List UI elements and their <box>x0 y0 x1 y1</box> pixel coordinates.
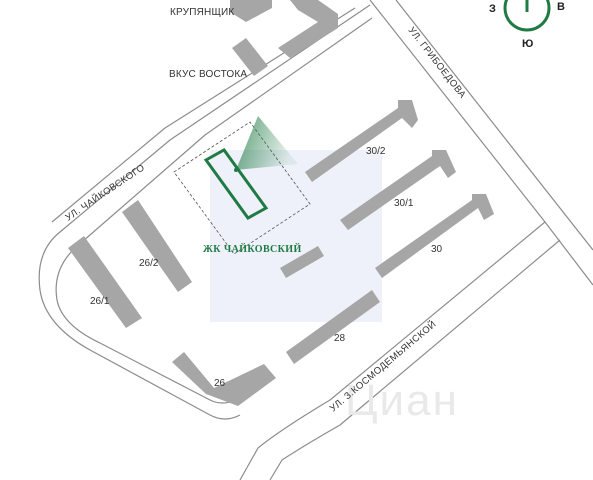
building-28 <box>286 290 380 364</box>
building-top-2 <box>278 0 338 58</box>
building-26-2-label: 26/2 <box>139 258 159 269</box>
building-26-1 <box>68 236 142 328</box>
road-griboedova-south-edge <box>544 221 593 286</box>
building-30-label: 30 <box>431 244 443 255</box>
compass-west-label: З <box>489 3 496 15</box>
complex-plot-boundary <box>173 121 311 255</box>
building-30-1 <box>340 150 456 230</box>
building-30-1-label: 30/1 <box>394 198 414 209</box>
building-top-1 <box>230 0 272 22</box>
building-26-2 <box>122 200 192 292</box>
building-26 <box>172 352 276 406</box>
buildings <box>68 0 494 406</box>
compass: З В Ю <box>489 0 565 50</box>
building-small <box>280 246 324 278</box>
building-26-1-label: 26/1 <box>90 296 110 307</box>
complex-name-label: ЖК ЧАЙКОВСКИЙ <box>203 243 302 255</box>
view-direction-cone <box>236 116 298 170</box>
complex-building-marker <box>234 168 238 172</box>
road-chaikovskogo-outer-edge <box>38 4 371 420</box>
compass-ring <box>503 0 551 32</box>
poi-vkus-vostoka-label: ВКУС ВОСТОКА <box>169 69 247 80</box>
road-kosmodemyanskoy-north-edge <box>239 221 546 480</box>
building-30-2 <box>305 100 418 182</box>
road-inner-loop-edge <box>55 17 373 404</box>
watermark: Циан <box>345 376 459 425</box>
building-28-label: 28 <box>334 333 346 344</box>
building-top-3 <box>232 38 268 76</box>
poi-krupyanshchik-label: КРУПЯНЩИК <box>170 7 234 18</box>
road-griboedova-west-edge <box>369 0 546 223</box>
building-30 <box>375 194 494 278</box>
complex-building-outline <box>203 148 269 220</box>
compass-east-label: В <box>557 1 565 13</box>
compass-south-label: Ю <box>522 38 533 50</box>
highlight-area <box>210 150 382 322</box>
building-26-label: 26 <box>214 378 226 389</box>
street-griboedova-label: УЛ. ГРИБОЕДОВА <box>406 25 469 101</box>
building-30-2-label: 30/2 <box>366 146 386 157</box>
road-kosmodemyanskoy-south-edge <box>269 239 561 480</box>
road-griboedova-east-edge <box>395 0 593 251</box>
complex-site <box>173 116 311 255</box>
